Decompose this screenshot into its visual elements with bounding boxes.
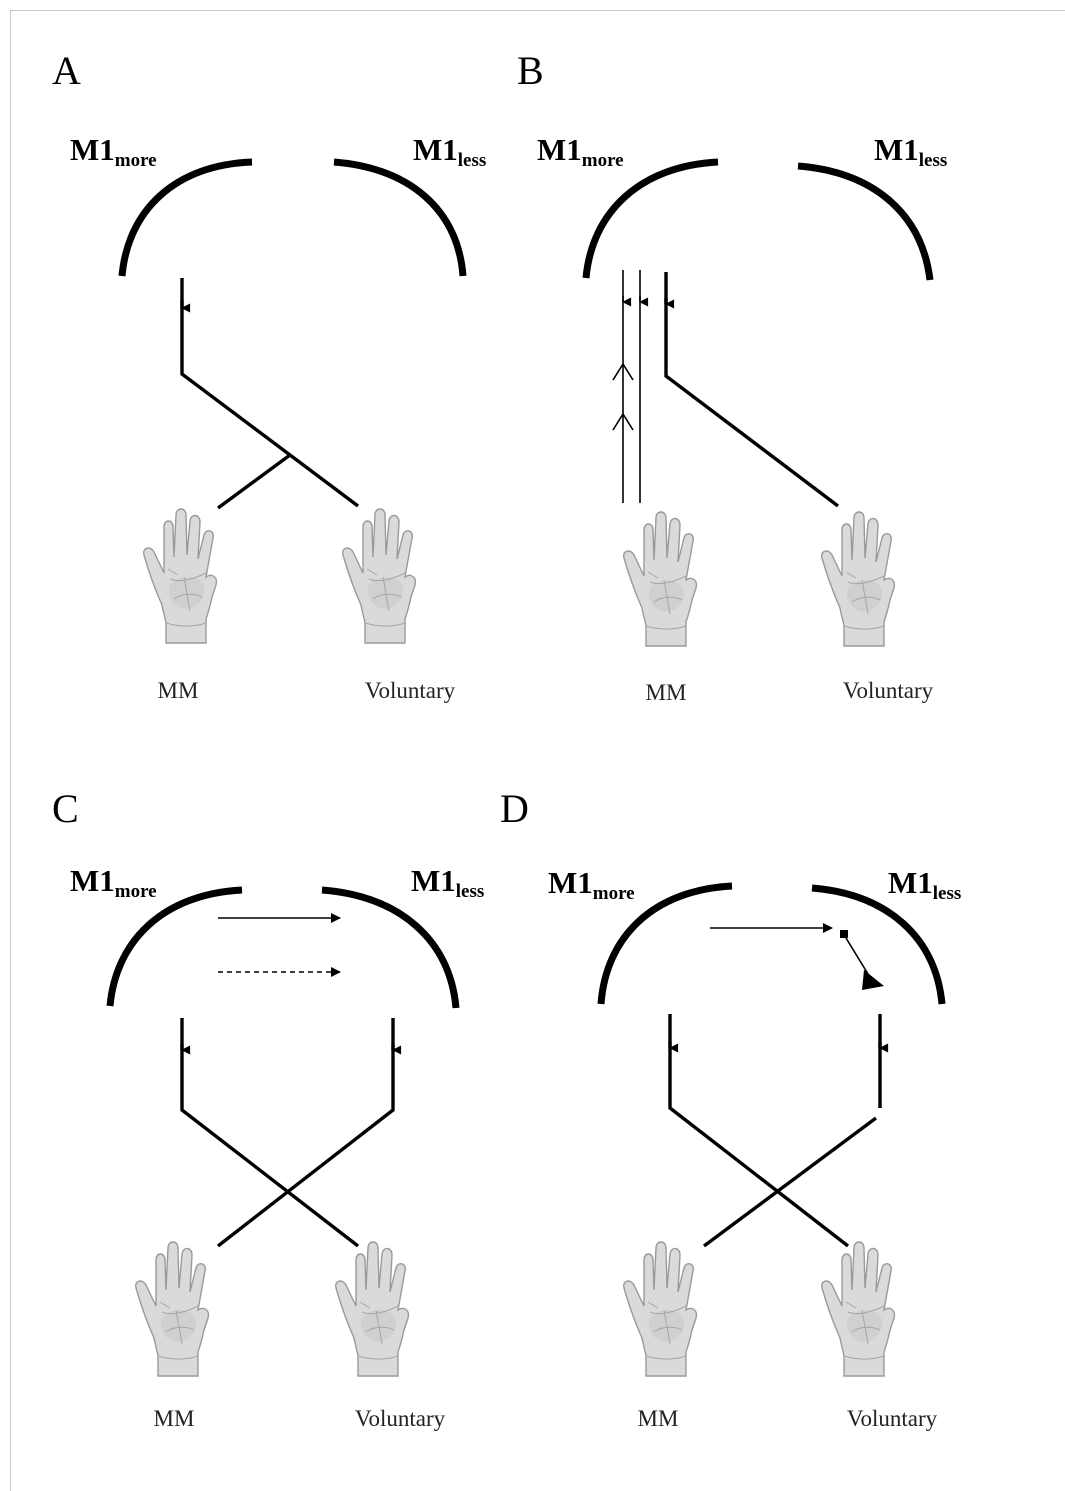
panel-c-left-cortex — [110, 890, 242, 1006]
panel-d-interneuron-terminal — [840, 930, 848, 938]
panel-d-interneuron-connection — [846, 938, 868, 974]
panel-c: C M1more M1less MM Voluntary — [52, 786, 484, 1431]
panel-d: D M1more M1less MM Voluntary — [500, 786, 961, 1431]
panel-b-letter: B — [517, 48, 544, 93]
panel-d-right-hand-label: Voluntary — [847, 1406, 938, 1431]
panel-a-crossed-tract — [182, 300, 358, 506]
panel-a-right-hand-icon — [343, 509, 416, 643]
panel-d-inhibitory-terminal — [862, 970, 884, 990]
panel-b-left-hand-label: MM — [646, 680, 687, 705]
panel-d-left-hand-label: MM — [638, 1406, 679, 1431]
panel-d-left-crossed-tract — [670, 1042, 848, 1246]
panel-b-right-cortex — [798, 166, 930, 280]
panel-c-m1-more-label: M1more — [70, 863, 157, 902]
panel-d-left-hand-icon — [624, 1242, 697, 1376]
panel-a-ipsilateral-branch — [218, 455, 290, 508]
panel-d-right-hand-icon — [822, 1242, 895, 1376]
panel-d-m1-more-label: M1more — [548, 865, 635, 904]
panel-c-left-crossed-tract — [182, 1044, 358, 1246]
panel-c-right-hand-icon — [336, 1242, 409, 1376]
panel-d-m1-less-label: M1less — [888, 865, 961, 904]
panel-b-right-hand-icon — [822, 512, 895, 646]
panel-d-letter: D — [500, 786, 529, 831]
panel-c-left-hand-label: MM — [154, 1406, 195, 1431]
panel-a-left-hand-icon — [144, 509, 217, 643]
panel-c-left-hand-icon — [136, 1242, 209, 1376]
panel-a-right-hand-label: Voluntary — [365, 678, 456, 703]
panel-b-crossed-tract — [666, 298, 838, 506]
panel-a-m1-less-label: M1less — [413, 132, 486, 171]
panel-b-left-cortex — [586, 162, 718, 278]
panel-a-right-cortex — [334, 162, 463, 276]
panel-b-right-hand-label: Voluntary — [843, 678, 934, 703]
panel-c-right-cortex — [322, 890, 456, 1008]
panel-d-right-crossed-tract — [704, 1118, 876, 1246]
panel-b: B M1more M1less MM Voluntary — [517, 48, 947, 705]
panel-b-m1-more-label: M1more — [537, 132, 624, 171]
panel-a: A M1more M1less MM Voluntary — [52, 48, 486, 703]
panel-c-m1-less-label: M1less — [411, 863, 484, 902]
panel-c-letter: C — [52, 786, 79, 831]
panel-a-m1-more-label: M1more — [70, 132, 157, 171]
panel-b-left-hand-icon — [624, 512, 697, 646]
panel-a-left-hand-label: MM — [158, 678, 199, 703]
panel-c-right-crossed-tract — [218, 1044, 393, 1246]
panel-b-m1-less-label: M1less — [874, 132, 947, 171]
panel-a-left-cortex — [122, 162, 252, 276]
panel-a-letter: A — [52, 48, 81, 93]
panel-c-right-hand-label: Voluntary — [355, 1406, 446, 1431]
